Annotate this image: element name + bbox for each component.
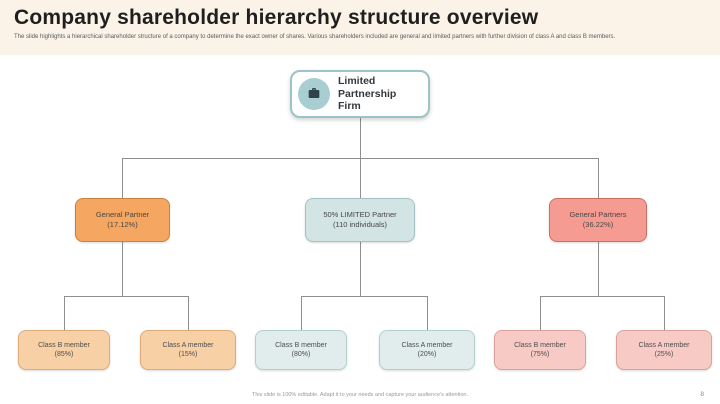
node-class-b-member: Class B member (75%) (494, 330, 586, 370)
connector-line (540, 296, 664, 297)
footer-note: This slide is 100% editable. Adapt it to… (252, 392, 468, 398)
node-general-partner: General Partner (17.12%) (75, 198, 170, 242)
page-number: 8 (700, 391, 704, 398)
partnership-icon (298, 78, 330, 110)
connector-line (360, 158, 361, 198)
node-limited-partner: 50% LIMITED Partner (110 individuals) (305, 198, 415, 242)
node-label: Class A member (401, 341, 453, 349)
connector-line (301, 296, 427, 297)
node-label: General Partners (569, 209, 627, 219)
connector-line (122, 158, 123, 198)
connector-line (598, 158, 599, 198)
node-label: Class B member (38, 341, 90, 349)
connector-line (64, 296, 65, 330)
node-value: (75%) (530, 351, 550, 358)
node-value: (85%) (54, 351, 74, 358)
connector-line (540, 296, 541, 330)
connector-line (360, 118, 361, 158)
connector-line (64, 296, 188, 297)
node-limited-partnership-firm: Limited Partnership Firm (290, 70, 430, 118)
connector-line (598, 242, 599, 296)
connector-line (122, 242, 123, 296)
node-general-partners: General Partners (36.22%) (549, 198, 647, 242)
node-label: 50% LIMITED Partner (323, 209, 397, 219)
connector-line (427, 296, 428, 330)
node-label: Class A member (638, 341, 690, 349)
node-value: (36.22%) (582, 220, 614, 229)
node-value: (25%) (654, 351, 674, 358)
connector-line (301, 296, 302, 330)
node-value: (20%) (417, 351, 437, 358)
node-class-b-member: Class B member (80%) (255, 330, 347, 370)
node-class-b-member: Class B member (85%) (18, 330, 110, 370)
slide-subtitle: The slide highlights a hierarchical shar… (14, 34, 616, 40)
connector-line (188, 296, 189, 330)
node-label: Class A member (162, 341, 214, 349)
node-class-a-member: Class A member (15%) (140, 330, 236, 370)
node-label: Class B member (514, 341, 566, 349)
node-label: Limited Partnership Firm (338, 75, 397, 113)
node-label: Class B member (275, 341, 327, 349)
node-value: (80%) (291, 351, 311, 358)
node-value: (17.12%) (107, 220, 138, 229)
node-value: (110 individuals) (332, 220, 388, 229)
page-title: Company shareholder hierarchy structure … (14, 6, 539, 29)
node-class-a-member: Class A member (25%) (616, 330, 712, 370)
node-class-a-member: Class A member (20%) (379, 330, 475, 370)
connector-line (664, 296, 665, 330)
connector-line (360, 242, 361, 296)
node-value: (15%) (178, 351, 198, 358)
node-label: General Partner (95, 209, 150, 219)
